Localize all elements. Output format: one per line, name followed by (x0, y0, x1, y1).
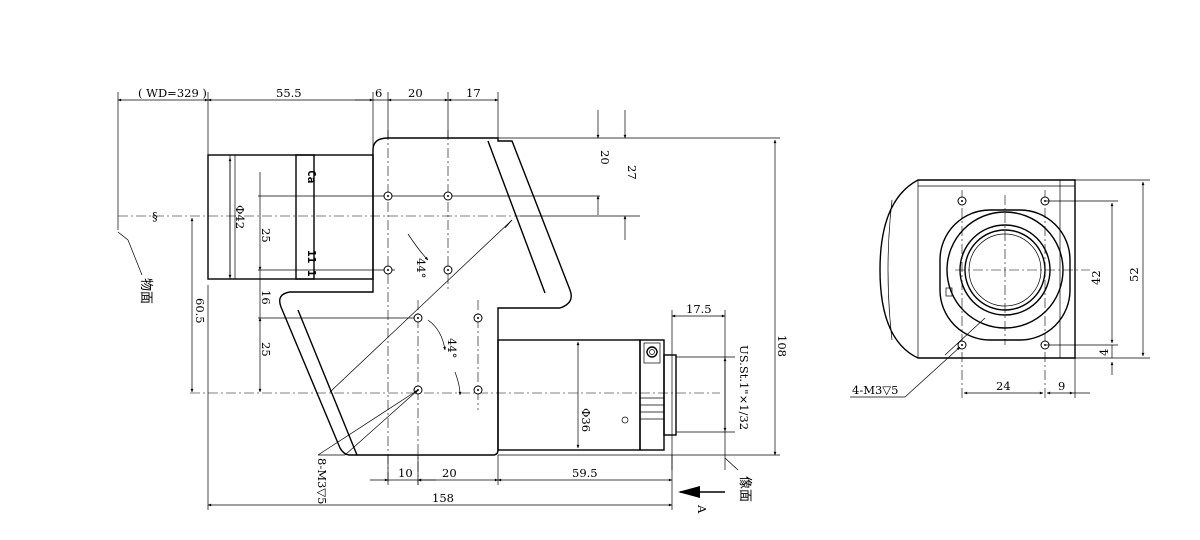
end-view-a: 42 52 4 24 9 4-M3▽5 (850, 179, 1150, 398)
lens-engraving-1: Ca (305, 170, 318, 183)
dim-25-lower: 25 (259, 342, 273, 357)
dim-158: 158 (432, 491, 454, 505)
dim-20-bottom: 20 (442, 466, 457, 480)
prism-edge-upper (487, 140, 546, 294)
prism-edge-lower (297, 309, 358, 456)
thread-spec-side: 8-M3▽5 (315, 458, 329, 504)
object-lens-barrel (207, 154, 374, 280)
dim-59-5: 59.5 (572, 466, 598, 480)
image-plane-label: 像面 (737, 476, 752, 502)
dim-42: 42 (1089, 270, 1103, 285)
dim-dia42: Φ42 (233, 205, 247, 229)
lens-engraving-2: 11 1 (305, 250, 318, 277)
view-a-label: A (695, 504, 709, 514)
angle-lower: 44° (445, 338, 459, 358)
dim-108: 108 (775, 335, 789, 357)
image-lens-barrel (497, 339, 677, 451)
dim-55-5: 55.5 (276, 86, 302, 100)
dim-20-top: 20 (408, 86, 423, 100)
mirror-diagonal (329, 219, 513, 393)
dim-6: 6 (375, 86, 382, 100)
prism-body-outline (278, 137, 572, 456)
dim-9: 9 (1058, 379, 1065, 393)
dim-dia36: Φ36 (579, 408, 593, 432)
dim-mount-thread: US.St.1"×1/32 (737, 345, 751, 430)
dim-4: 4 (1097, 349, 1111, 356)
dim-27: 27 (625, 165, 639, 180)
side-view: Ca 11 1 44° 44° (117, 86, 789, 514)
thread-spec-end: 4-M3▽5 (852, 383, 898, 397)
dim-25-upper: 25 (259, 228, 273, 243)
dim-wd: ( WD=329 ) (138, 86, 207, 100)
dim-10: 10 (398, 466, 413, 480)
dim-17: 17 (466, 86, 481, 100)
end-view-outline (879, 179, 1076, 359)
object-plane-label: 物面 (138, 278, 153, 304)
svg-text:§: § (152, 209, 158, 223)
mounting-holes-side (383, 191, 483, 395)
dim-52: 52 (1127, 267, 1141, 282)
dim-20-right: 20 (598, 150, 612, 165)
dim-60-5: 60.5 (193, 298, 207, 324)
dim-24: 24 (996, 379, 1011, 393)
dim-16: 16 (259, 290, 273, 305)
dim-17-5: 17.5 (686, 302, 712, 316)
angle-upper: 44° (414, 258, 428, 278)
